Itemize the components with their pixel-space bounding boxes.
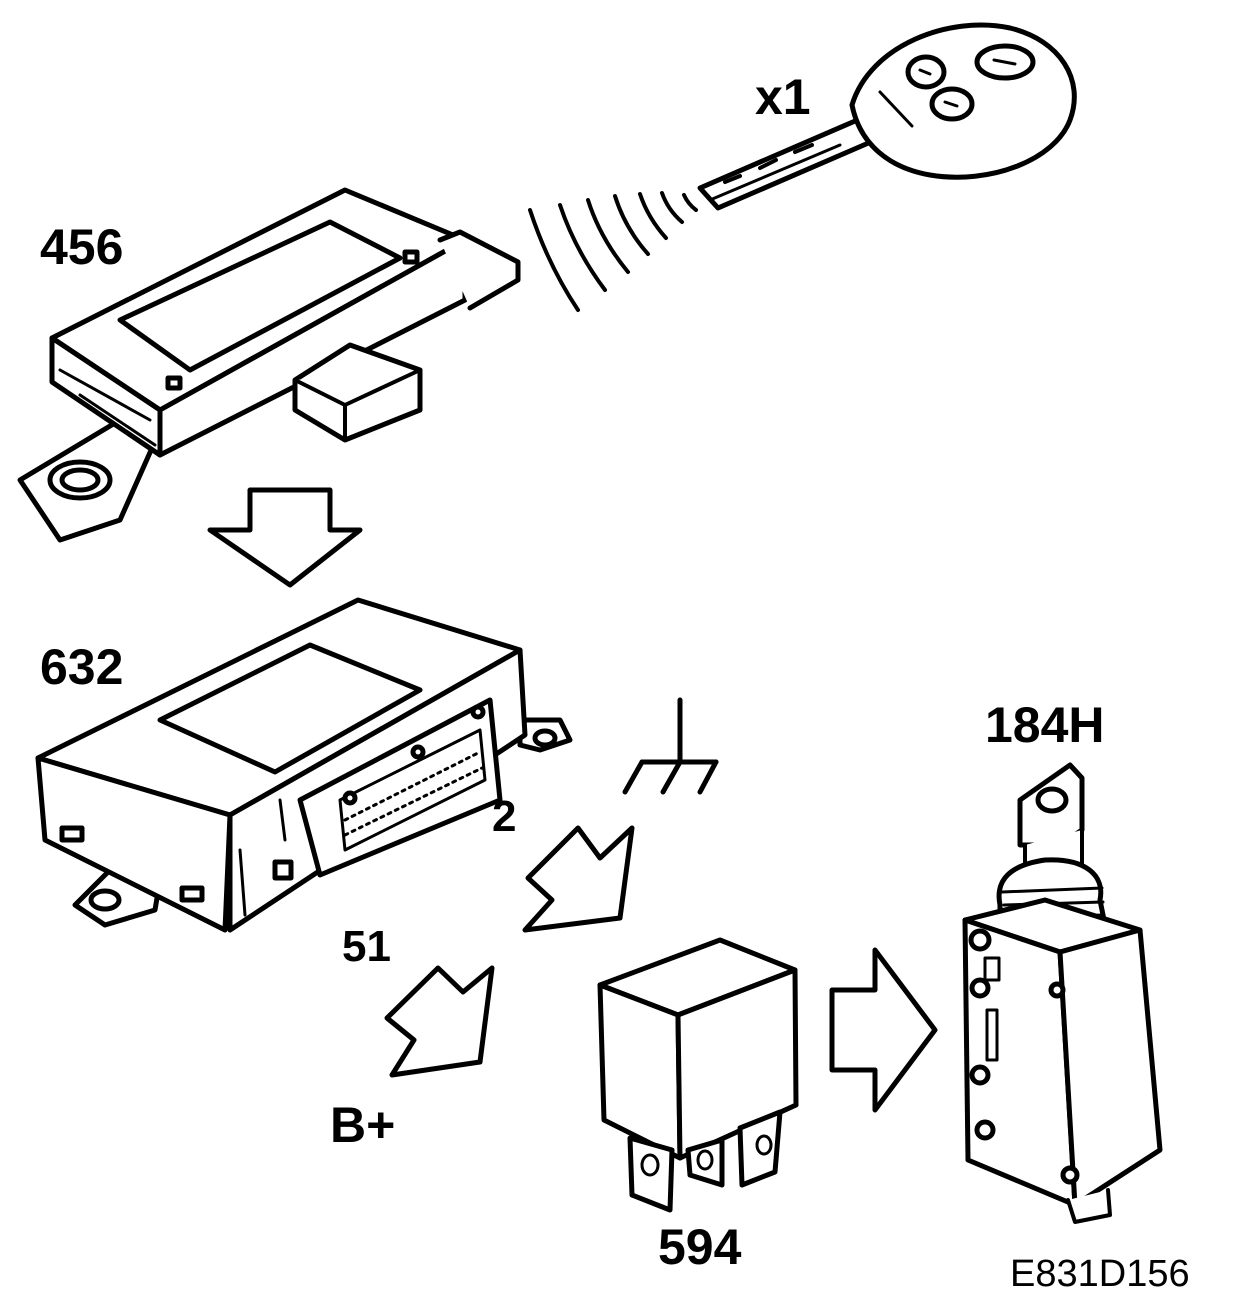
figure-reference: E831D156 — [1010, 1253, 1190, 1295]
actuator-label: 184H — [985, 697, 1105, 753]
door-lock-actuator-184H — [962, 762, 1163, 1224]
flow-arrow-icon — [522, 825, 635, 933]
flow-arrow-down-icon — [207, 487, 363, 588]
battery-label: B+ — [330, 1097, 396, 1153]
radio-signal-icon — [528, 191, 698, 312]
receiver-label: 456 — [40, 219, 124, 275]
remote-key-icon — [697, 22, 1077, 211]
pin-2-label: 2 — [492, 792, 517, 841]
flow-arrow-right-icon — [829, 947, 938, 1113]
receiver-module-456 — [17, 187, 521, 543]
relay-594 — [597, 937, 799, 1213]
ground-icon — [622, 697, 719, 795]
pin-51-label: 51 — [342, 922, 391, 971]
key-label: x1 — [755, 69, 811, 125]
control-module-632 — [35, 597, 573, 933]
control-module-label: 632 — [40, 639, 124, 695]
flow-arrow-icon — [384, 965, 495, 1078]
relay-label: 594 — [658, 1219, 742, 1275]
